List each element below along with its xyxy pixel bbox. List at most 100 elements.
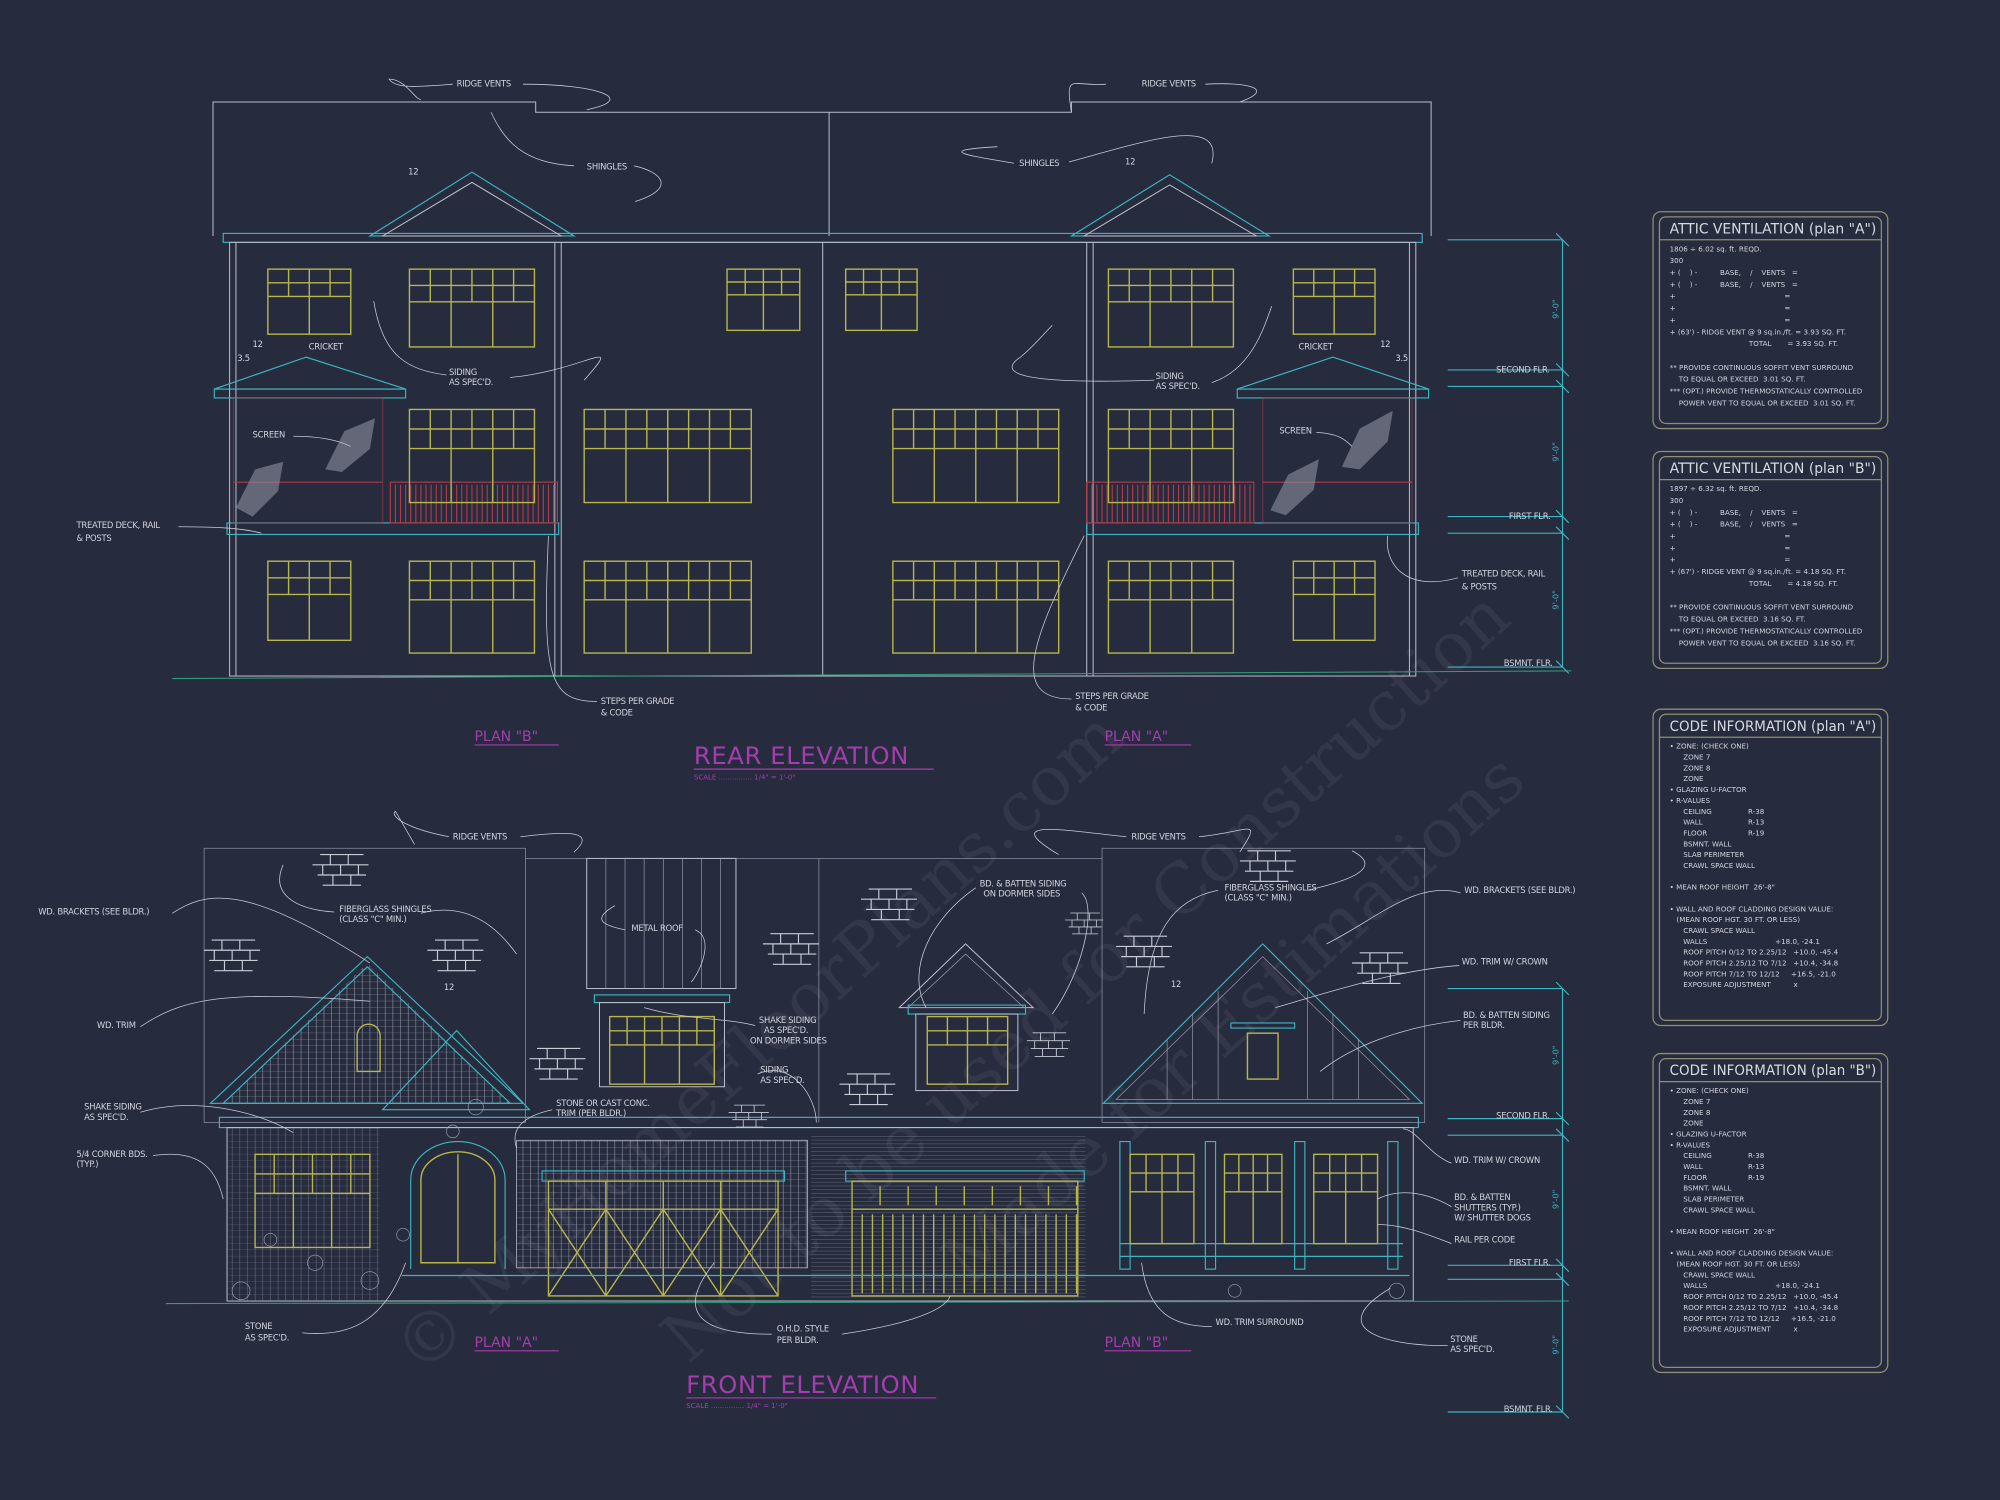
label-bd-batten-siding: PER BLDR. <box>1463 1020 1505 1030</box>
box-line: *** (OPT.) PROVIDE THERMOSTATICALLY CONT… <box>1670 387 1863 396</box>
box-line: ROOF PITCH 0/12 TO 2.25/12 +10.0, -45.4 <box>1670 948 1839 957</box>
box-line: WALLS +18.0, -24.1 <box>1670 937 1820 946</box>
box-line: • WALL AND ROOF CLADDING DESIGN VALUE: <box>1670 904 1834 913</box>
deck-rail-right <box>1086 481 1255 524</box>
box-line: ** PROVIDE CONTINUOUS SOFFIT VENT SURROU… <box>1670 363 1854 372</box>
label-shake-siding-dormer: SHAKE SIDING <box>759 1015 816 1025</box>
label-shingles: SHINGLES <box>587 162 627 172</box>
pitch-marker: 12 <box>1125 157 1135 167</box>
dimension-9ft: 9'-0" <box>1551 590 1561 610</box>
box-line: ZONE 7 <box>1670 1097 1711 1106</box>
label-stone-trim: TRIM (PER BLDR.) <box>555 1108 626 1118</box>
box-line: + ( ) - BASE, / VENTS = <box>1670 508 1798 517</box>
box-line: • MEAN ROOF HEIGHT 26'-8" <box>1670 1227 1775 1236</box>
label-shake-siding: SHAKE SIDING <box>84 1102 141 1112</box>
front-leaders <box>140 810 1461 1347</box>
label-wd-trim-crown: WD. TRIM W/ CROWN <box>1454 1155 1540 1165</box>
box-line: ROOF PITCH 0/12 TO 2.25/12 +10.0, -45.4 <box>1670 1292 1839 1301</box>
pitch-marker: 12 <box>1171 979 1181 989</box>
box-line: WALL R-13 <box>1670 1162 1765 1171</box>
dimension-9ft: 9'-0" <box>1551 1335 1561 1355</box>
box-line: ROOF PITCH 2.25/12 TO 7/12 +10.4, -34.8 <box>1670 1303 1839 1312</box>
label-ohd-style: PER BLDR. <box>777 1335 819 1345</box>
box-line: POWER VENT TO EQUAL OR EXCEED 3.01 SQ. F… <box>1670 398 1856 407</box>
level-label-first: FIRST FLR. <box>1509 1257 1550 1267</box>
box-line: CEILING R-38 <box>1670 807 1765 816</box>
dimension-9ft: 9'-0" <box>1551 299 1561 319</box>
box-line: • WALL AND ROOF CLADDING DESIGN VALUE: <box>1670 1249 1834 1258</box>
garage-door-right <box>845 1170 1085 1297</box>
box-line: POWER VENT TO EQUAL OR EXCEED 3.16 SQ. F… <box>1670 638 1856 647</box>
pitch-marker: 3.5 <box>1395 353 1408 363</box>
front-labels: RIDGE VENTS RIDGE VENTS WD. BRACKETS (SE… <box>38 831 1575 1354</box>
dimension-9ft: 9'-0" <box>1551 1189 1561 1209</box>
box-line: + (67') - RIDGE VENT @ 9 sq.in./ft. = 4.… <box>1670 567 1846 576</box>
level-dimensions: 9'-0" 9'-0" 9'-0" SECOND FLR. FIRST FLR. BSMN… <box>1447 233 1570 1419</box>
box-line: TOTAL = 3.93 SQ. FT. <box>1670 339 1839 348</box>
label-steps: & CODE <box>601 708 633 718</box>
label-rail-per-code: RAIL PER CODE <box>1454 1234 1515 1244</box>
window <box>844 268 918 332</box>
label-steps: STEPS PER GRADE <box>601 696 674 706</box>
scale-note: SCALE ............... 1/4" = 1'-0" <box>694 772 796 781</box>
label-bd-batten-siding: BD. & BATTEN SIDING <box>1463 1010 1550 1020</box>
box-line: EXPOSURE ADJUSTMENT x <box>1670 1325 1798 1334</box>
label-bd-batten-dormer: ON DORMER SIDES <box>983 889 1060 899</box>
box-line: CRAWL SPACE WALL <box>1670 861 1755 870</box>
window <box>1107 560 1235 654</box>
label-shake-siding-dormer: AS SPEC'D. <box>764 1025 808 1035</box>
plan-label: PLAN "B" <box>1105 1335 1169 1351</box>
box-line: FLOOR R-19 <box>1670 828 1765 837</box>
box-line: • MEAN ROOF HEIGHT 26'-8" <box>1670 883 1775 892</box>
box-line: • R-VALUES <box>1670 1140 1711 1149</box>
rear-labels: RIDGE VENTS RIDGE VENTS SHINGLES SHINGLE… <box>76 79 1546 718</box>
box-line: ZONE 7 <box>1670 753 1711 762</box>
label-shutters: W/ SHUTTER DOGS <box>1454 1213 1531 1223</box>
box-title: CODE INFORMATION (plan "A") <box>1670 719 1877 735</box>
level-label-second: SECOND FLR. <box>1496 1111 1550 1121</box>
level-label-basement: BSMNT. FLR. <box>1504 1404 1553 1414</box>
box-line: + = <box>1670 532 1791 541</box>
box-title: ATTIC VENTILATION (plan "B") <box>1670 461 1877 477</box>
arched-gable-window <box>356 1023 381 1073</box>
label-steps: & CODE <box>1075 702 1107 712</box>
label-stone: STONE <box>245 1321 272 1331</box>
label-wd-brackets: WD. BRACKETS (SEE BLDR.) <box>38 907 149 917</box>
label-ridge-vents: RIDGE VENTS <box>453 831 507 841</box>
stone-symbols <box>231 1099 1405 1301</box>
label-siding: AS SPEC'D. <box>449 377 493 387</box>
label-screen: SCREEN <box>1279 426 1311 436</box>
label-stone: AS SPEC'D. <box>1450 1344 1494 1354</box>
label-siding: AS SPEC'D. <box>1156 381 1200 391</box>
code-information-plan-b: CODE INFORMATION (plan "B")• ZONE: (CHEC… <box>1652 1052 1889 1374</box>
box-line: FLOOR R-19 <box>1670 1173 1765 1182</box>
window <box>1223 1153 1283 1245</box>
label-shake-siding-dormer: ON DORMER SIDES <box>750 1035 827 1045</box>
label-treated-deck: & POSTS <box>77 533 112 543</box>
box-line: + (63') - RIDGE VENT @ 9 sq.in./ft. = 3.… <box>1670 327 1846 336</box>
box-line: ZONE <box>1670 774 1704 783</box>
label-stone: AS SPEC'D. <box>245 1333 289 1343</box>
front-elevation-title: FRONT ELEVATION <box>686 1371 919 1399</box>
box-line: TO EQUAL OR EXCEED 3.16 SQ. FT. <box>1670 615 1806 624</box>
dimension-9ft: 9'-0" <box>1551 1045 1561 1065</box>
attic-ventilation-plan-a: ATTIC VENTILATION (plan "A")1806 ÷ 6.02 … <box>1652 211 1889 430</box>
label-bd-batten-dormer: BD. & BATTEN SIDING <box>980 878 1067 888</box>
label-shake-siding: AS SPEC'D. <box>84 1112 128 1122</box>
label-cricket: CRICKET <box>309 341 344 351</box>
pitch-marker: 3.5 <box>237 353 250 363</box>
box-line: + = <box>1670 543 1791 552</box>
window <box>1107 408 1235 504</box>
box-line: (MEAN ROOF HGT. 30 FT. OR LESS) <box>1670 1260 1801 1269</box>
box-line: ZONE <box>1670 1119 1704 1128</box>
label-ohd-style: O.H.D. STYLE <box>777 1324 829 1334</box>
deck-rail-left <box>389 481 558 524</box>
box-line: + = <box>1670 555 1791 564</box>
label-shutters: SHUTTERS (TYP.) <box>1454 1202 1521 1212</box>
front-windows <box>254 1015 1379 1249</box>
box-title: ATTIC VENTILATION (plan "A") <box>1670 221 1877 237</box>
plan-label: PLAN "A" <box>474 1335 538 1351</box>
label-siding: SIDING <box>449 367 477 377</box>
box-line: + ( ) - BASE, / VENTS = <box>1670 520 1798 529</box>
box-line: CEILING R-38 <box>1670 1151 1765 1160</box>
